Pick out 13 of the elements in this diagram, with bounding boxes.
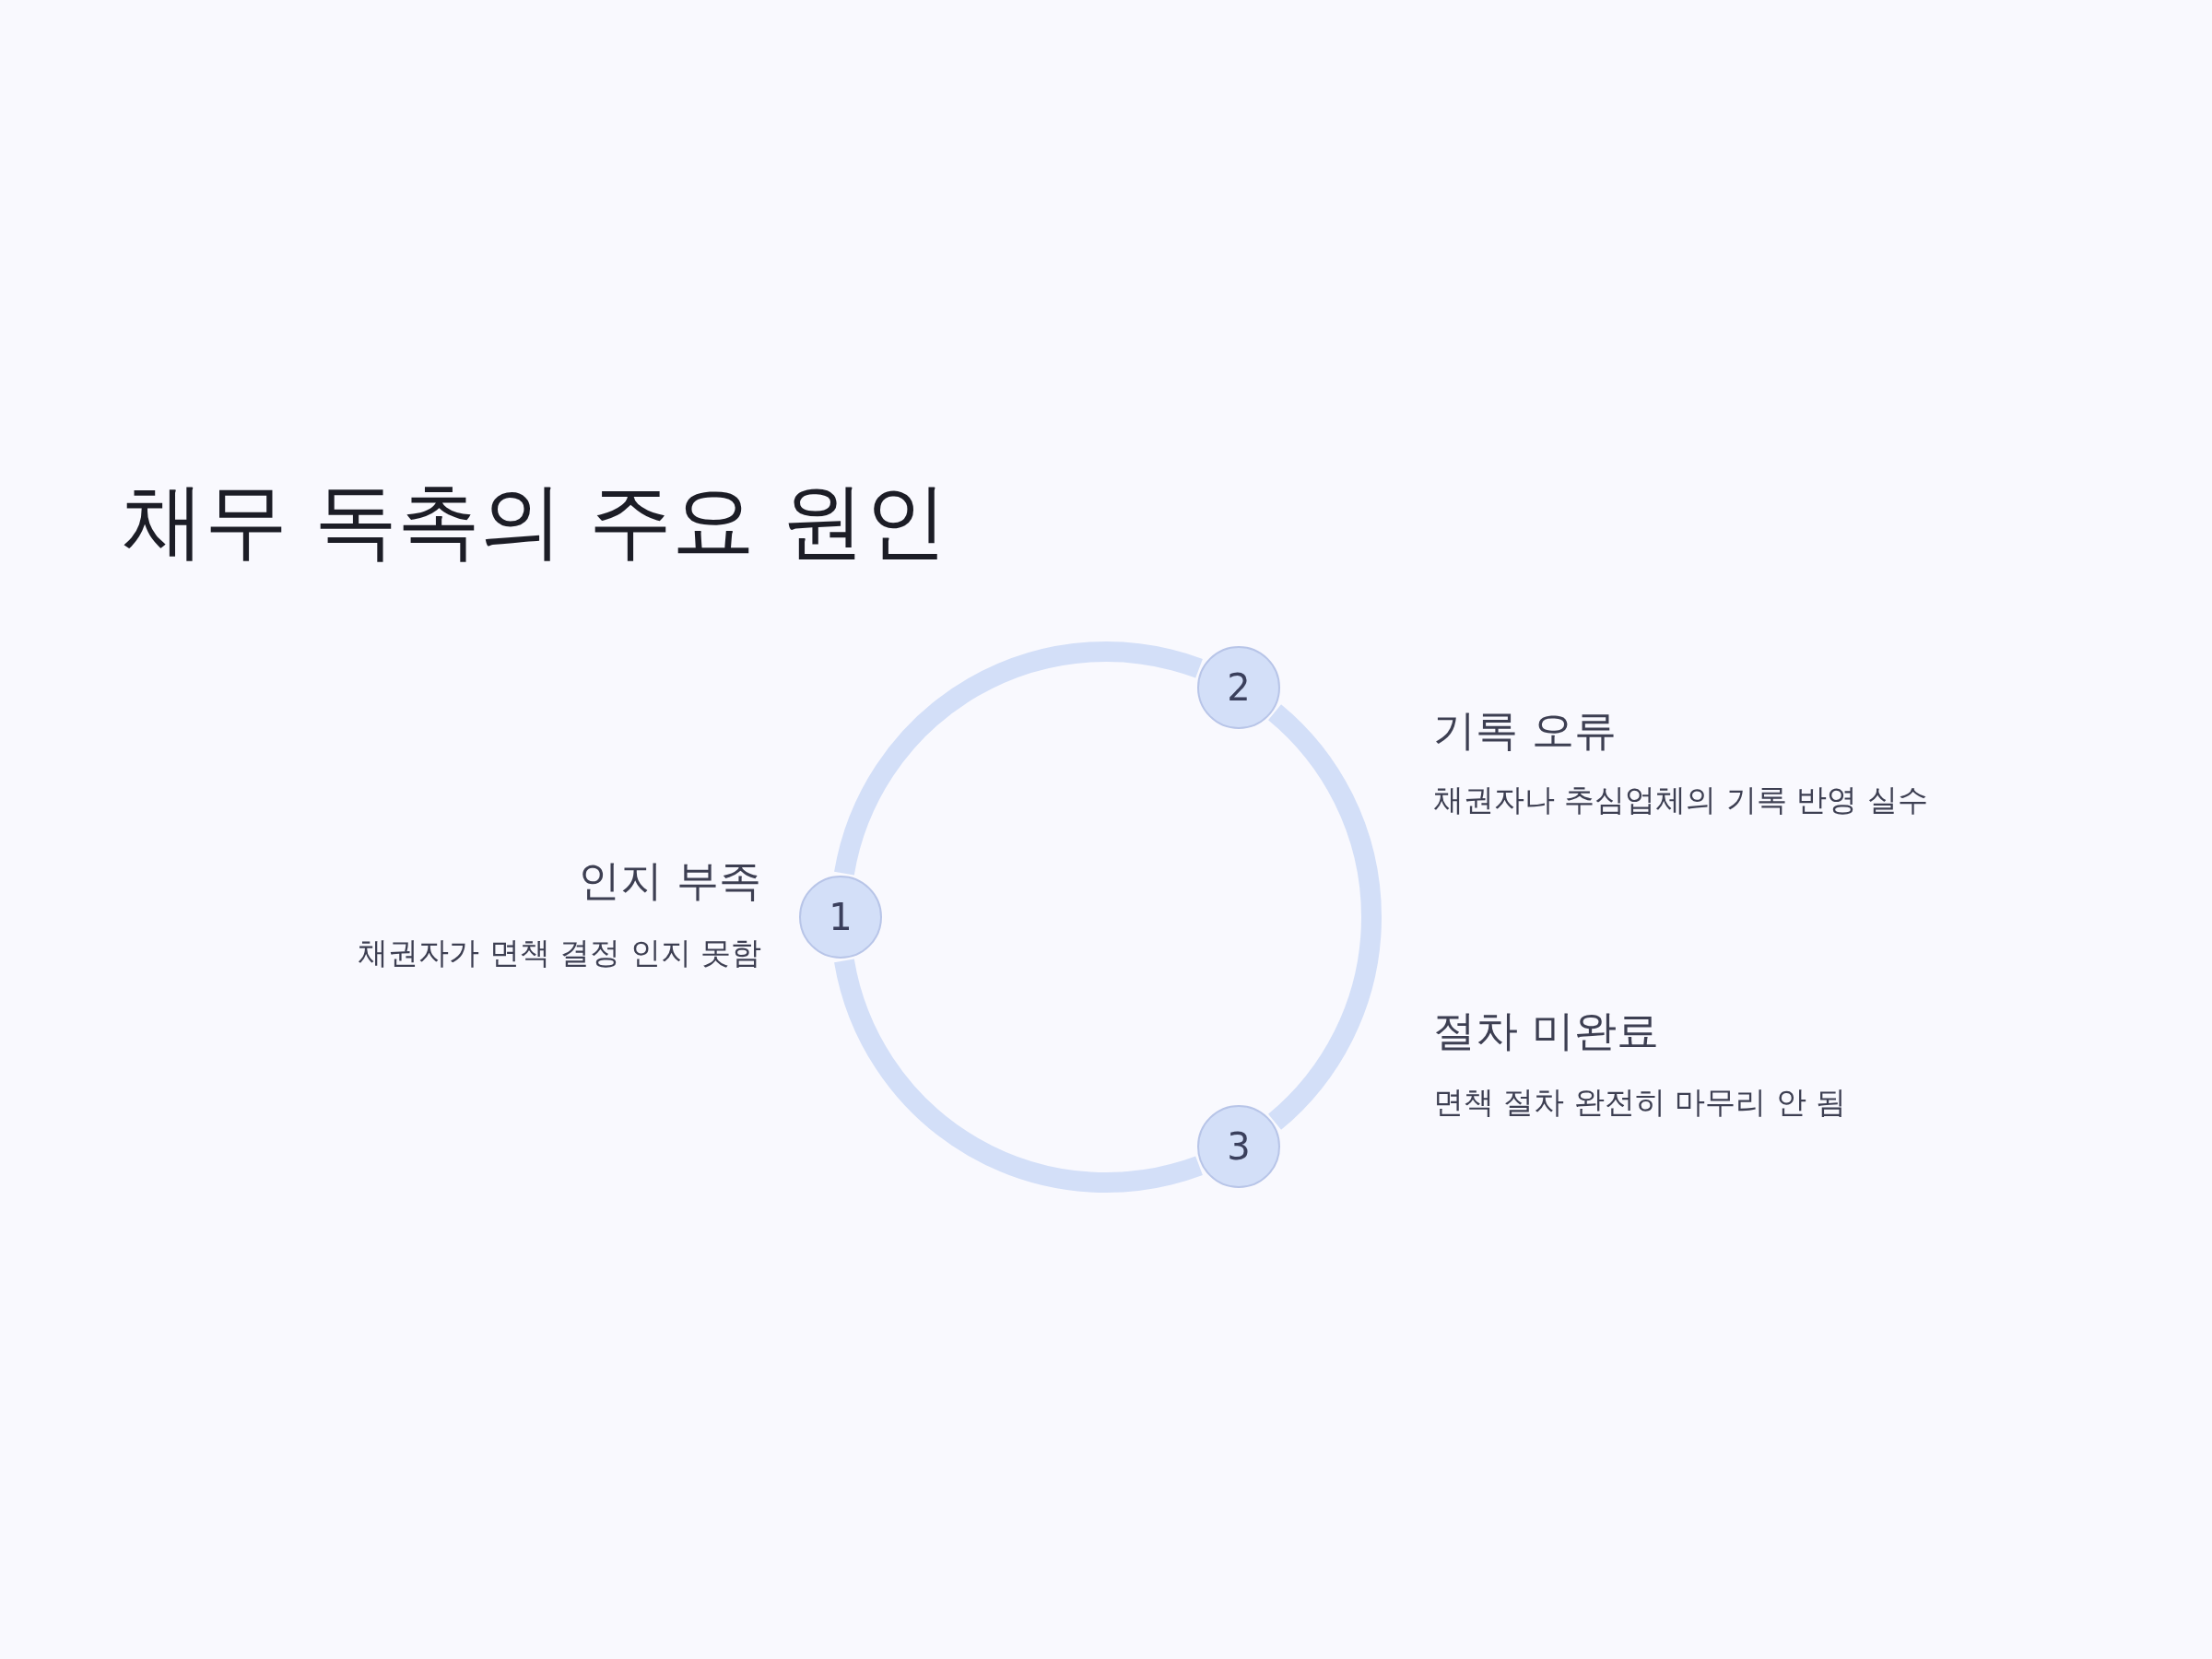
ring-segment: [1267, 704, 1382, 1130]
step-description: 채권자나 추심업체의 기록 반영 실수: [1433, 781, 1928, 819]
step-heading: 인지 부족: [578, 854, 761, 907]
step-number: 1: [829, 896, 853, 938]
step-heading: 기록 오류: [1433, 704, 1617, 757]
step-description: 면책 절차 완전히 마무리 안 됨: [1433, 1083, 1847, 1122]
step-heading: 절차 미완료: [1433, 1005, 1659, 1057]
step-number: 2: [1227, 665, 1251, 709]
step-number: 3: [1227, 1125, 1251, 1169]
ring-segment: [834, 958, 1203, 1193]
step-description: 채권자가 면책 결정 인지 못함: [358, 934, 761, 972]
ring-segment: [834, 641, 1203, 877]
title: 채무 독촉의 주요 원인: [122, 471, 947, 571]
